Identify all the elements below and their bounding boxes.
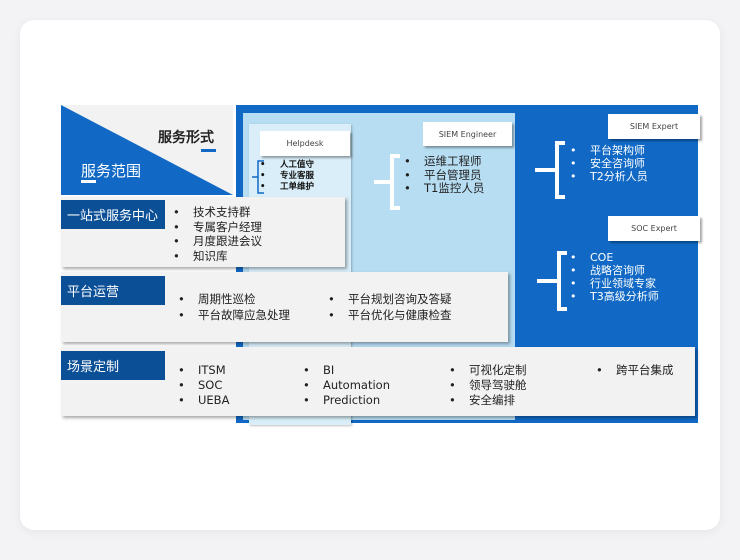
list-item: 跨平台集成: [594, 363, 674, 378]
underline: [201, 149, 216, 152]
row-label: 平台运营: [61, 276, 165, 305]
row-list: BI Automation Prediction: [301, 363, 390, 408]
list-item: 知识库: [171, 249, 262, 264]
row-list: ITSM SOC UEBA: [176, 363, 229, 408]
list-item: SOC: [176, 378, 229, 393]
list-item: 领导驾驶舱: [447, 378, 527, 393]
list-item: Automation: [301, 378, 390, 393]
siem-engineer-list: 运维工程师 平台管理员 T1监控人员: [402, 154, 484, 196]
underline: [81, 180, 96, 183]
soc-expert-label: SOC Expert: [608, 216, 700, 241]
list-item: 专属客户经理: [171, 220, 262, 235]
siem-expert-list: 平台架构师 安全咨询师 T2分析人员: [568, 144, 648, 183]
list-item: T1监控人员: [402, 181, 484, 196]
list-item: 技术支持群: [171, 205, 262, 220]
helpdesk-label: Helpdesk: [260, 131, 350, 156]
service-scope-title: 服务范围: [81, 162, 142, 180]
row-platform-ops: 平台运营 周期性巡检 平台故障应急处理 平台规划咨询及答疑 平台优化与健康检查: [61, 272, 508, 342]
list-item: 平台优化与健康检查: [326, 307, 452, 323]
row-one-stop-service: 一站式服务中心 技术支持群 专属客户经理 月度跟进会议 知识库: [61, 197, 345, 267]
list-item: 周期性巡检: [176, 291, 290, 307]
list-item: 平台规划咨询及答疑: [326, 291, 452, 307]
list-item: 月度跟进会议: [171, 234, 262, 249]
soc-expert-list: COE 战略咨询师 行业领域专家 T3高级分析师: [568, 251, 659, 303]
row-list: 周期性巡检 平台故障应急处理: [176, 291, 290, 323]
list-item: T3高级分析师: [568, 290, 659, 303]
brace-icon: [535, 141, 565, 199]
list-item: 专业客服: [258, 171, 314, 182]
row-list: 可视化定制 领导驾驶舱 安全编排: [447, 363, 527, 408]
row-list: 跨平台集成: [594, 363, 674, 378]
list-item: 可视化定制: [447, 363, 527, 378]
list-item: 战略咨询师: [568, 264, 659, 277]
list-item: 工单维护: [258, 182, 314, 193]
list-item: 运维工程师: [402, 154, 484, 169]
list-item: 行业领域专家: [568, 277, 659, 290]
list-item: 人工值守: [258, 160, 314, 171]
row-label: 一站式服务中心: [61, 200, 165, 229]
list-item: 平台故障应急处理: [176, 307, 290, 323]
list-item: 平台架构师: [568, 144, 648, 157]
siem-expert-label: SIEM Expert: [608, 114, 700, 139]
list-item: COE: [568, 251, 659, 264]
diagonal-triangle: [61, 105, 233, 195]
list-item: UEBA: [176, 393, 229, 408]
list-item: 安全编排: [447, 393, 527, 408]
brace-icon: [374, 154, 400, 210]
row-label: 场景定制: [61, 351, 165, 380]
row-scenario-custom: 场景定制 ITSM SOC UEBA BI Automation Predict…: [61, 347, 695, 416]
row-list: 技术支持群 专属客户经理 月度跟进会议 知识库: [171, 205, 262, 263]
siem-engineer-label: SIEM Engineer: [423, 122, 512, 146]
list-item: 平台管理员: [402, 168, 484, 183]
list-item: Prediction: [301, 393, 390, 408]
service-form-title: 服务形式: [158, 130, 214, 146]
header-corner: 服务形式 服务范围: [61, 105, 233, 195]
list-item: 安全咨询师: [568, 157, 648, 170]
list-item: T2分析人员: [568, 170, 648, 183]
list-item: ITSM: [176, 363, 229, 378]
helpdesk-list: 人工值守 专业客服 工单维护: [258, 160, 314, 193]
list-item: BI: [301, 363, 390, 378]
row-list: 平台规划咨询及答疑 平台优化与健康检查: [326, 291, 452, 323]
brace-icon: [537, 251, 567, 311]
